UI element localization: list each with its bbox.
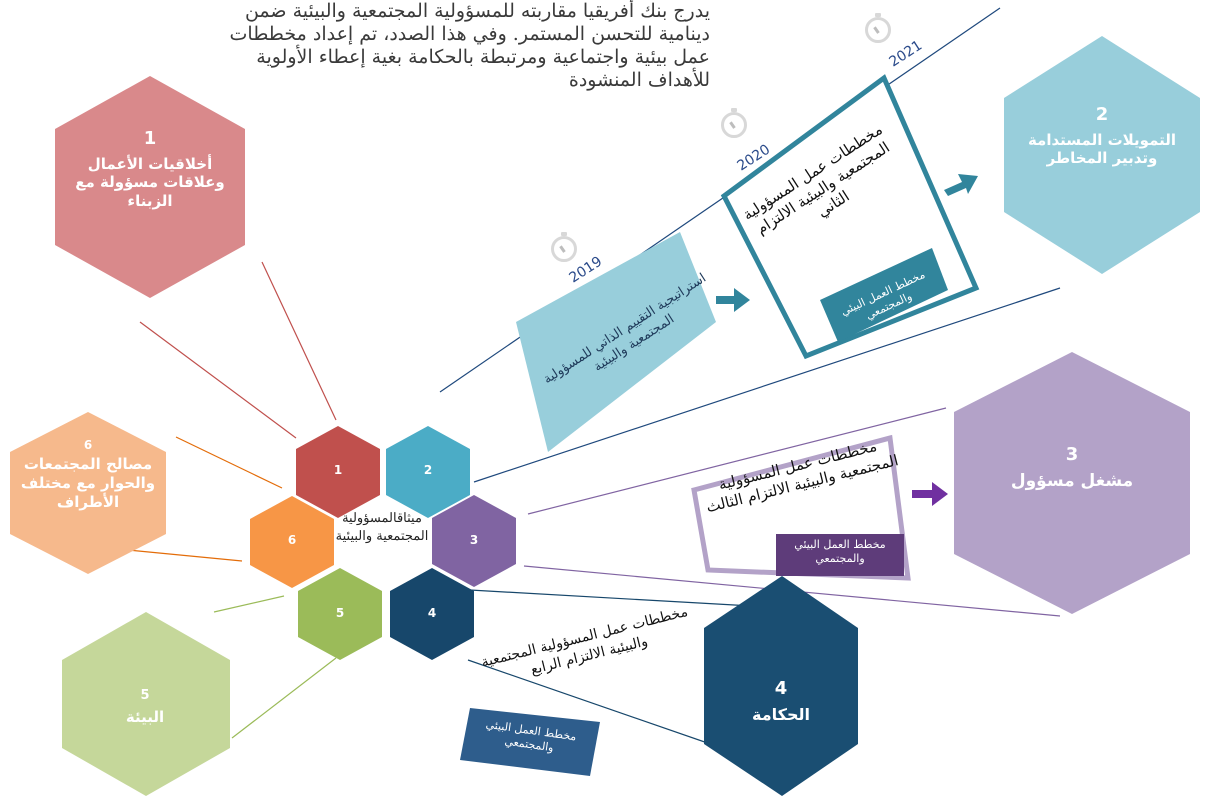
connector-line-6	[175, 436, 283, 489]
arrow-to-pillar-3	[912, 482, 948, 506]
pillar-1-label: 1 أخلاقيات الأعمال وعلاقات مسؤولة مع الز…	[70, 128, 230, 211]
connector-line-4b	[467, 659, 723, 749]
pillar-4-label: 4 الحكامة	[716, 678, 846, 725]
pillar-4-hexagon	[704, 576, 858, 796]
pillar-6-hexagon	[10, 412, 166, 574]
pillar-5-number: 5	[140, 688, 150, 703]
hex-5-number: 5	[335, 606, 345, 620]
clock-icon-2021	[865, 13, 891, 43]
hex-2-number: 2	[423, 463, 433, 477]
pillar-5-hexagon	[62, 612, 230, 796]
pillar-2-number: 2	[1095, 104, 1109, 125]
connector-line-5b	[231, 657, 337, 739]
pillar-1-hexagon	[55, 76, 245, 298]
action-plan-tag-3	[776, 534, 904, 576]
hex-2	[386, 426, 470, 518]
clock-icon-2019	[551, 232, 577, 262]
action-plan-tag-4	[460, 708, 600, 776]
connector-line-4	[469, 589, 753, 607]
connector-line-2	[473, 287, 1061, 483]
center-charter-label: ميثاقالمسؤولية المجتمعية والبيئية	[335, 511, 429, 544]
pillar-4-number: 4	[774, 678, 788, 699]
connector-line-6b	[127, 549, 243, 562]
hex-4-number: 4	[427, 606, 437, 620]
connector-line-1b	[139, 321, 297, 439]
arrow-to-pillar-2	[944, 174, 978, 196]
connector-line-3	[527, 407, 947, 515]
pillar-1-title: أخلاقيات الأعمال وعلاقات مسؤولة مع الزبن…	[75, 154, 225, 211]
pillar-1-number: 1	[143, 128, 157, 149]
hex-6	[250, 496, 334, 588]
action-plan-tag-2	[820, 248, 948, 342]
pillar-6-label: 6 مصالح المجتمعات والحوار مع مختلف الأطر…	[6, 438, 170, 511]
pillar-3-hexagon	[954, 352, 1190, 614]
hex-3-number: 3	[469, 533, 479, 547]
hex-5	[298, 568, 382, 660]
pillar-2-label: 2 التمويلات المستدامة وتدبير المخاطر	[1016, 104, 1188, 168]
self-assessment-panel	[516, 232, 716, 452]
action-plan-tag-3-text: مخطط العمل البيئي والمجتمعي	[794, 538, 886, 566]
pillar-2-title: التمويلات المستدامة وتدبير المخاطر	[1027, 130, 1177, 168]
pillar-3-title: مشغل مسؤول	[1010, 470, 1134, 491]
pillar-6-number: 6	[83, 438, 93, 452]
hex-6-number: 6	[287, 533, 297, 547]
hex-3	[432, 495, 516, 587]
pillar-6-title: مصالح المجتمعات والحوار مع مختلف الأطراف	[20, 455, 156, 511]
pillar-5-label: 5 البيئة	[80, 688, 210, 727]
arrow-to-2020	[716, 288, 750, 312]
hex-4	[390, 568, 474, 660]
pillar-2-hexagon	[1004, 36, 1200, 274]
connector-line-1	[261, 261, 337, 421]
pillar-3-label: 3 مشغل مسؤول	[980, 444, 1164, 492]
intro-paragraph: يدرج بنك أفريقيا مقاربته للمسؤولية المجت…	[229, 0, 710, 91]
hex-1	[296, 426, 380, 518]
pillar-5-title: البيئة	[125, 708, 165, 727]
hex-1-number: 1	[333, 463, 343, 477]
pillar-3-number: 3	[1065, 444, 1079, 465]
clock-icon-2020	[721, 108, 747, 138]
pillar-4-title: الحكامة	[752, 704, 810, 724]
connector-line-5	[213, 595, 285, 613]
